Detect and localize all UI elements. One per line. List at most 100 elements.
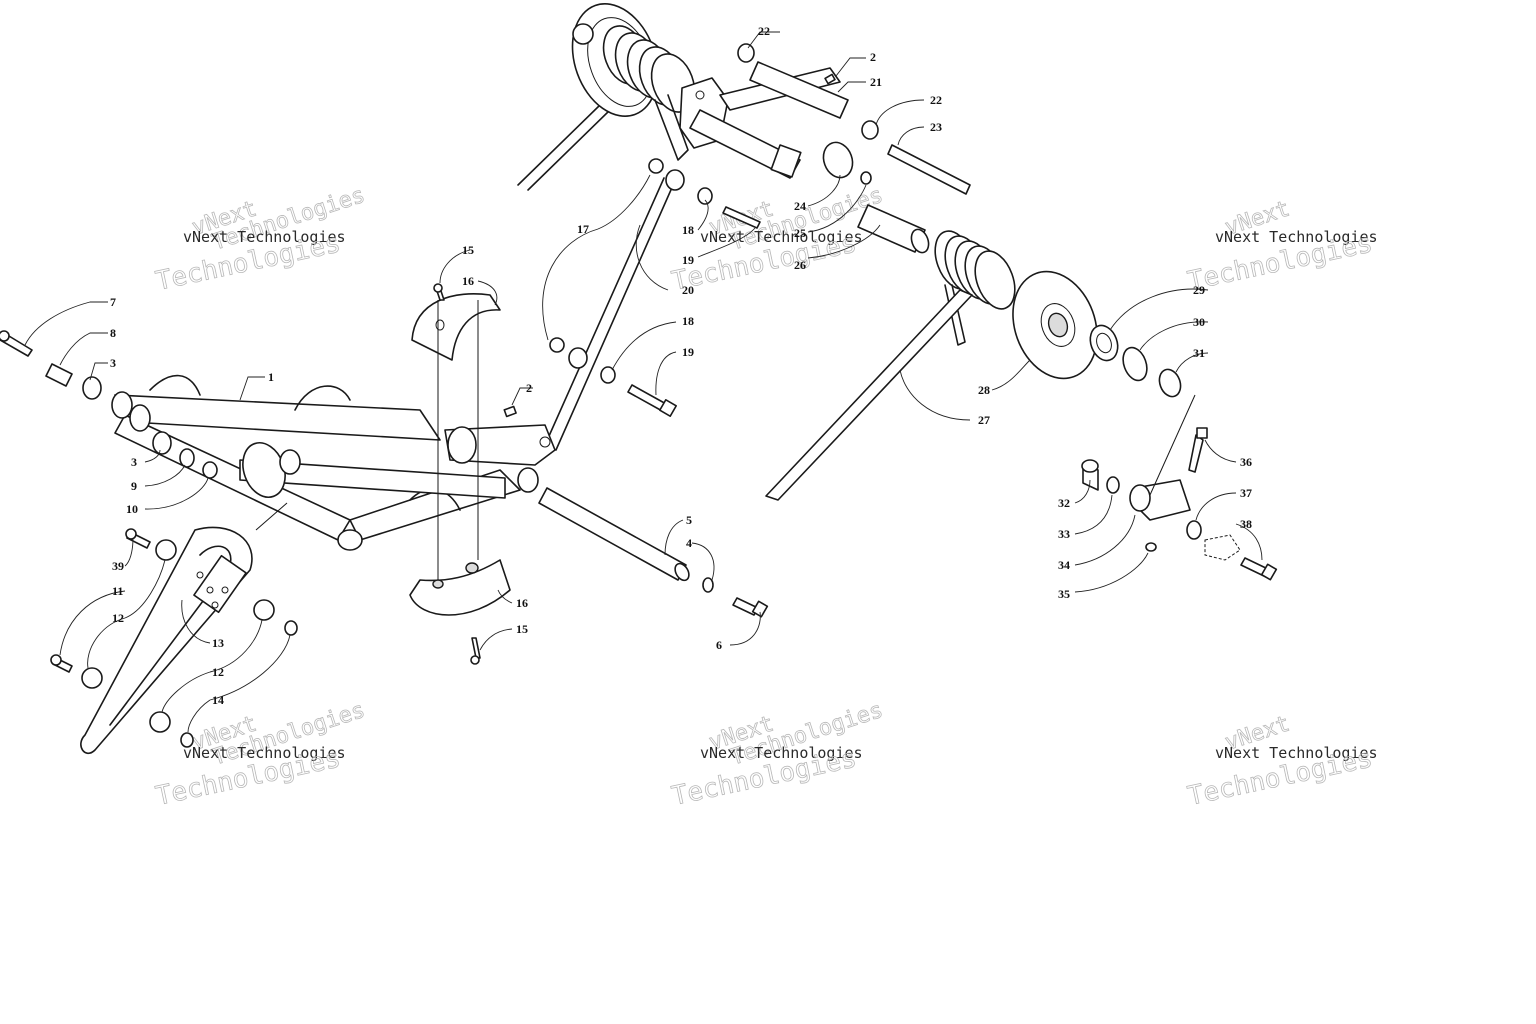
callout-24: 24 [794, 199, 806, 213]
callout-36: 36 [1240, 455, 1252, 469]
callout-22: 22 [758, 24, 770, 38]
main-shaft-upper [689, 109, 801, 179]
spring-leg-27 [765, 289, 973, 501]
callout-30: 30 [1193, 315, 1205, 329]
callout-19: 19 [682, 253, 694, 267]
svg-text:vNext Technologies: vNext Technologies [183, 744, 346, 762]
callout-22: 22 [930, 93, 942, 107]
callout-31: 31 [1193, 346, 1205, 360]
watermark-top-right: vNext vNext Technologies Technologies [1185, 196, 1378, 297]
strap-assembly [50, 502, 298, 755]
link-arm-20 [544, 177, 675, 451]
spline-end [770, 144, 802, 178]
callout-2: 2 [526, 381, 532, 395]
callout-5: 5 [686, 513, 692, 527]
bushing-24 [822, 141, 854, 179]
dashed-part [1204, 534, 1241, 561]
watermark-bottom-center: vNext Technologies vNext Technologies Te… [669, 697, 887, 812]
callout-33: 33 [1058, 527, 1070, 541]
bushing-22-right [861, 120, 879, 140]
callout-18: 18 [682, 223, 694, 237]
callout-12: 12 [212, 665, 224, 679]
callout-21: 21 [870, 75, 882, 89]
frame-boss-right [517, 467, 539, 493]
callout-9: 9 [131, 479, 137, 493]
callout-29: 29 [1193, 283, 1205, 297]
frame-loop-mid [294, 385, 351, 411]
callout-7: 7 [110, 295, 116, 309]
right-lower-hardware [1081, 394, 1278, 581]
callout-23: 23 [930, 120, 942, 134]
callout-28: 28 [978, 383, 990, 397]
bushing-18-lower [568, 347, 588, 369]
frame-boss-left [111, 391, 133, 419]
bushing-3-lower [152, 431, 172, 455]
shaft-5 [538, 487, 687, 581]
nut-10 [202, 461, 218, 479]
washer-4 [702, 577, 714, 593]
washer-33 [1106, 476, 1120, 494]
left-hardware [0, 330, 218, 479]
callout-18: 18 [682, 314, 694, 328]
callout-38: 38 [1240, 517, 1252, 531]
svg-text:vNext Technologies: vNext Technologies [1215, 228, 1378, 246]
bolt-19-top [722, 206, 761, 229]
screw-15-lower [471, 637, 481, 659]
spring-arm-rod-left [517, 104, 611, 191]
bearing-caps [409, 283, 511, 665]
bearing-29 [1089, 324, 1119, 362]
callout-35: 35 [1058, 587, 1070, 601]
nut-17-lower [549, 337, 565, 353]
right-spring-assembly [765, 230, 1182, 501]
bearing-cap-16-upper [411, 293, 501, 361]
upper-arm-assembly [517, 3, 971, 254]
bushing-18-upper [665, 169, 685, 191]
callout-8: 8 [110, 326, 116, 340]
main-frame-assembly [111, 374, 556, 551]
nut-14-right [284, 620, 298, 636]
callout-16: 16 [516, 596, 528, 610]
callout-17: 17 [577, 222, 589, 236]
shaft-5-hardware [538, 487, 769, 618]
bushing-37 [1186, 520, 1202, 540]
callout-6: 6 [716, 638, 722, 652]
bolt-6 [732, 597, 759, 616]
frame-boss-lower [337, 529, 363, 551]
spacer-31 [1158, 368, 1182, 398]
callout-labels: 22 2 21 22 23 24 25 26 17 18 19 20 18 19… [110, 24, 1252, 707]
callout-3: 3 [131, 455, 137, 469]
callout-20: 20 [682, 283, 694, 297]
callout-19: 19 [682, 345, 694, 359]
callout-1: 1 [268, 370, 274, 384]
washer-12-left [81, 667, 103, 689]
spacer-18-lower [600, 366, 616, 384]
spacer-18-top [697, 187, 713, 205]
pin-23 [887, 144, 971, 195]
bearing-cap-16-lower [409, 559, 511, 616]
callout-13: 13 [212, 636, 224, 650]
svg-text:vNext Technologies: vNext Technologies [700, 228, 863, 246]
callout-25: 25 [794, 226, 806, 240]
watermark-bottom-right: vNext vNext Technologies Technologies [1185, 711, 1378, 812]
bushing-3-top [82, 376, 102, 400]
callout-27: 27 [978, 413, 990, 427]
washer-12-right [253, 599, 275, 621]
watermark-bottom-left: vNext Technologies vNext Technologies Te… [153, 697, 369, 812]
callout-39: 39 [112, 559, 124, 573]
bushing-22-top [737, 43, 755, 63]
callout-14: 14 [212, 693, 224, 707]
callout-11: 11 [112, 584, 123, 598]
spring-coil-right [934, 230, 1016, 310]
link-arms [544, 158, 761, 451]
callout-32: 32 [1058, 496, 1070, 510]
washer-25 [860, 171, 872, 185]
arm-tube-21 [749, 61, 849, 119]
callout-15: 15 [462, 243, 474, 257]
callout-15: 15 [516, 622, 528, 636]
cross-shaft-frame [239, 459, 506, 499]
svg-text:vNext Technologies: vNext Technologies [183, 228, 346, 246]
sleeve-8 [45, 363, 73, 387]
callout-16: 16 [462, 274, 474, 288]
svg-text:vNext Technologies: vNext Technologies [1215, 744, 1378, 762]
callout-2: 2 [870, 50, 876, 64]
